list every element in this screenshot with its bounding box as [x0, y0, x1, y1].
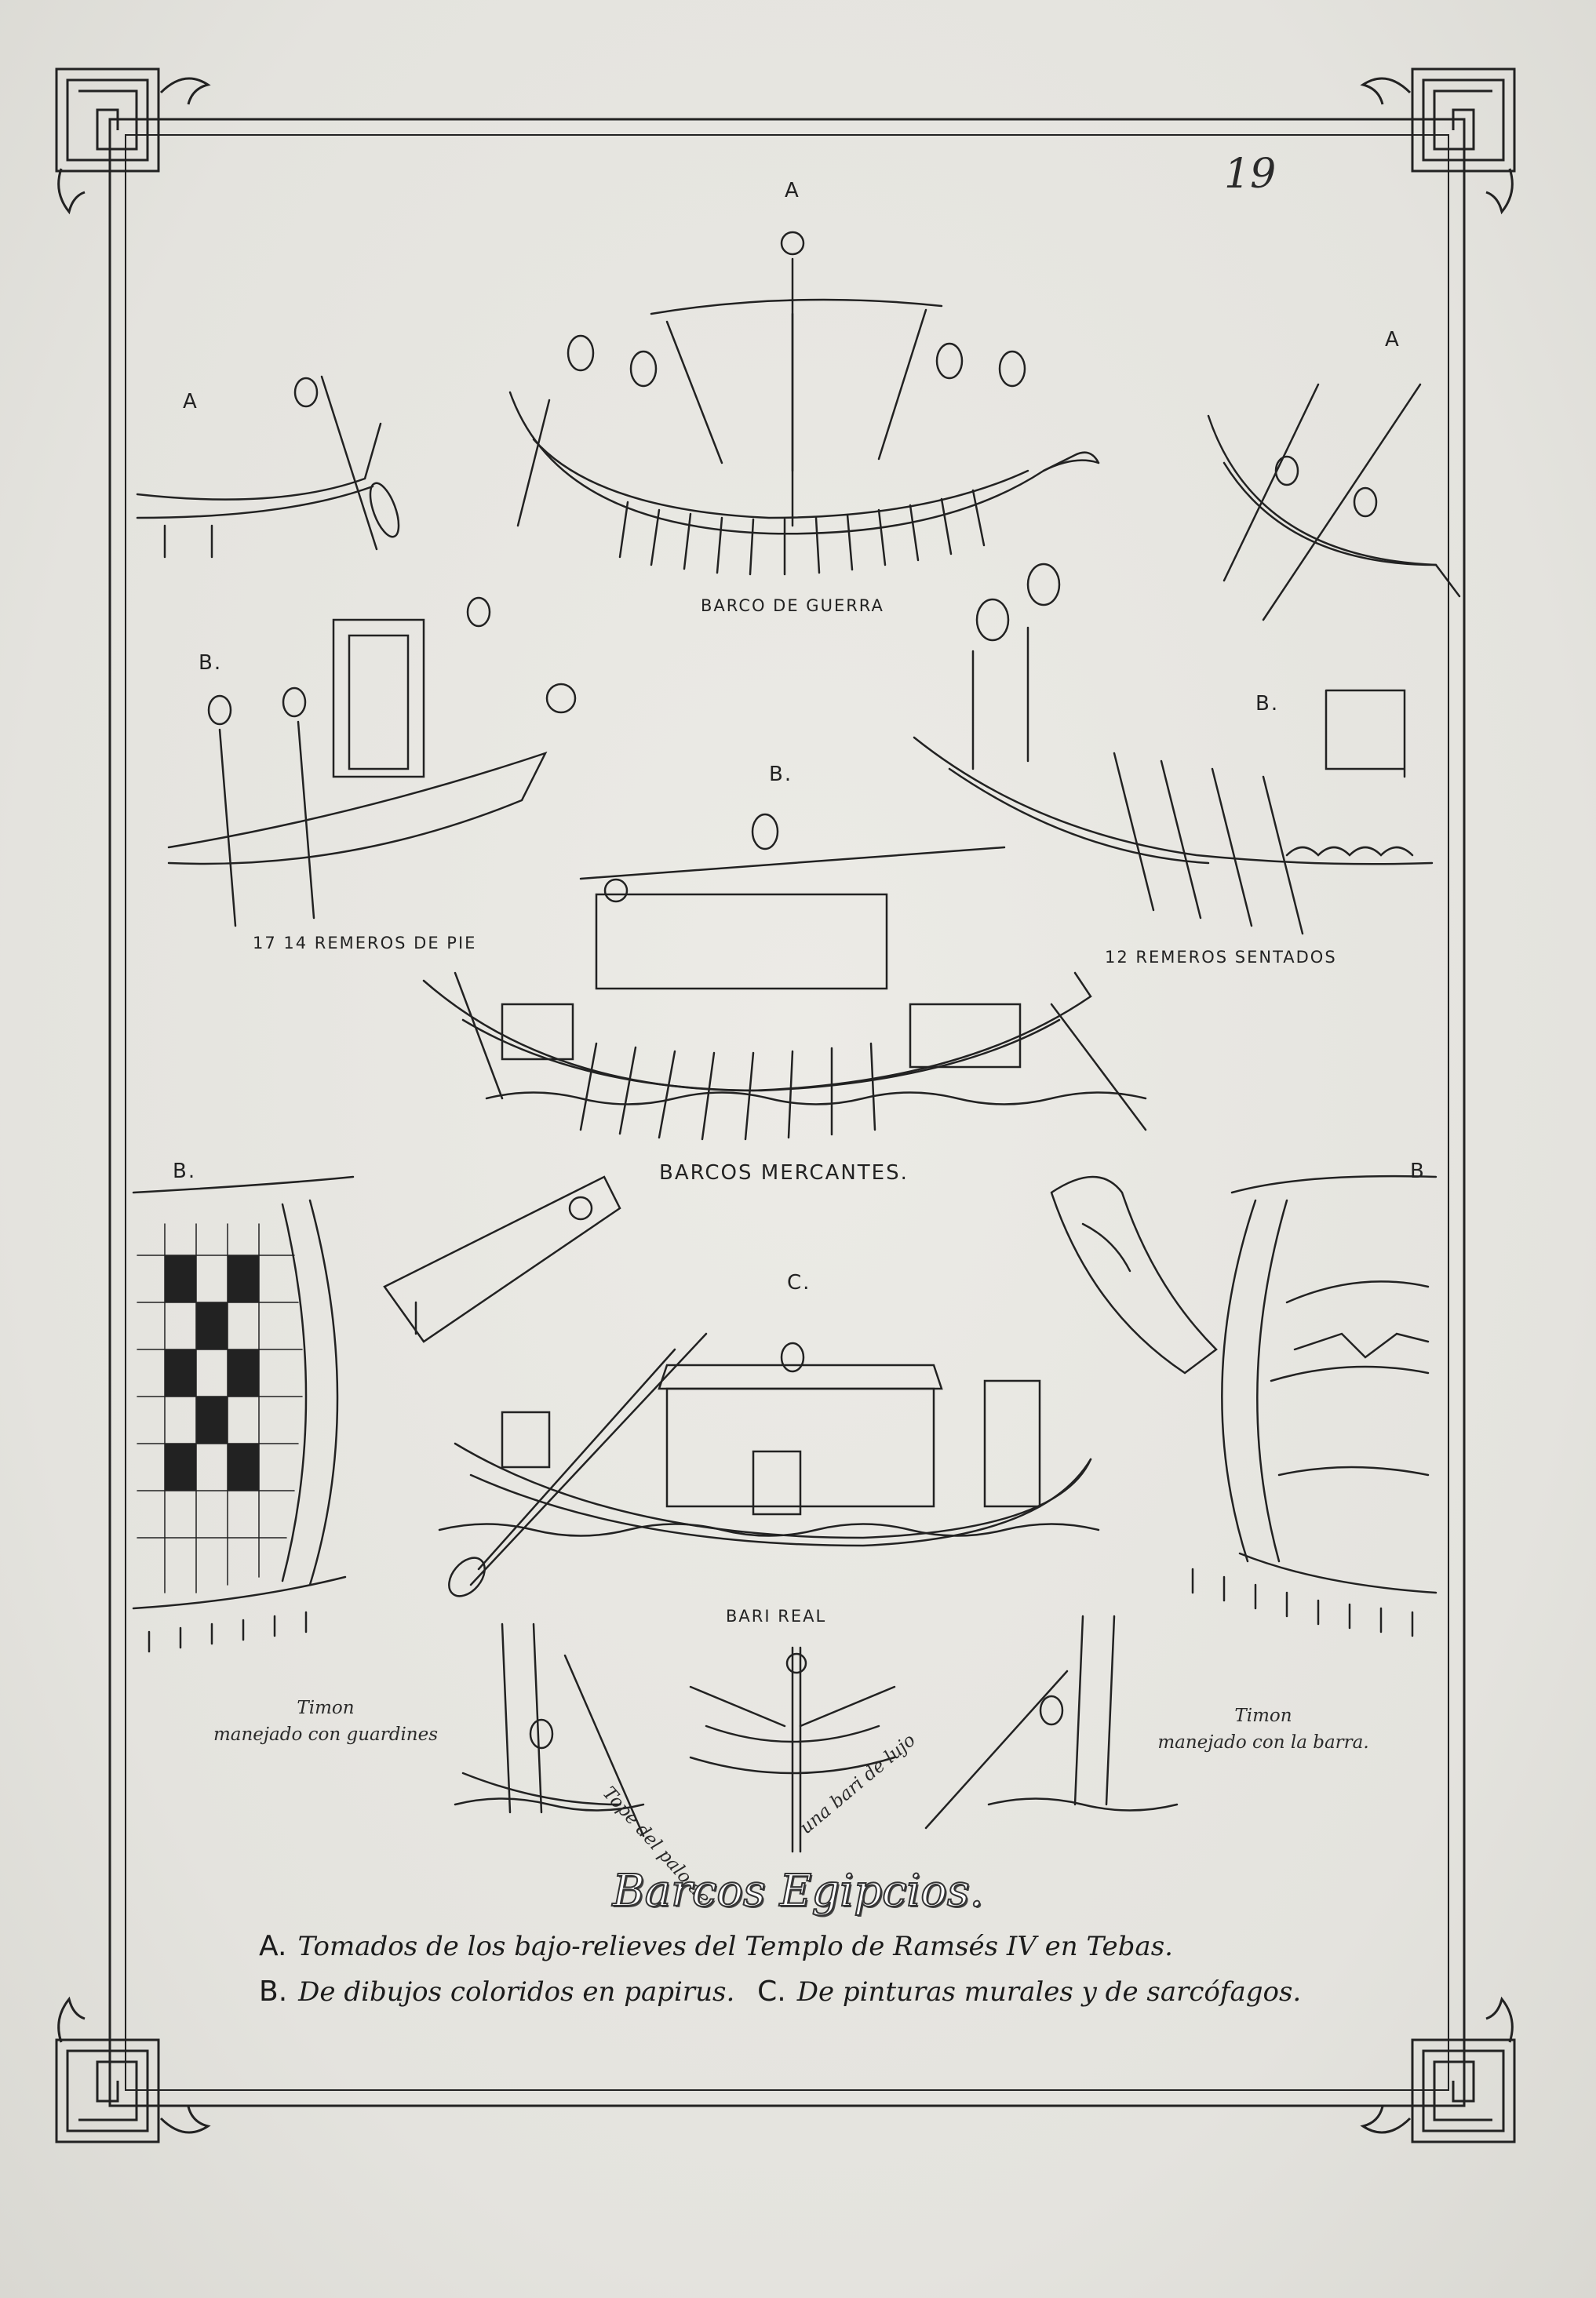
label-b-lower-left: B.	[173, 1160, 197, 1183]
note-timon-barra: Timon manejado con la barra.	[1130, 1703, 1397, 1756]
caption-b-c: B. De dibujos coloridos en papirus. C. De …	[259, 1976, 1301, 2008]
merchant-ship-drawing	[422, 813, 1147, 1141]
label-b-center: B.	[769, 763, 793, 786]
caption-a-key: A.	[259, 1930, 287, 1962]
seated-rowers-barge-drawing	[913, 563, 1434, 935]
caption-b-text: De dibujos coloridos en papirus.	[298, 1976, 735, 2008]
label-barco-de-guerra: BARCO DE GUERRA	[701, 596, 884, 615]
prow-ornament-right-drawing	[1050, 1175, 1218, 1375]
label-bari-real: BARI REAL	[726, 1607, 827, 1626]
label-c-center: C.	[787, 1271, 811, 1295]
label-remeros-sentados: 12 REMEROS SENTADOS	[1105, 948, 1337, 967]
outer-border	[108, 118, 1466, 2107]
plate-title: Barcos Egipcios.	[612, 1865, 985, 1917]
page-number: 19	[1224, 151, 1277, 198]
note-timon-left-line1: Timon	[297, 1698, 355, 1718]
rowing-boat-top-right-drawing	[1207, 383, 1461, 621]
note-timon-guardines: Timon manejado con guardines	[196, 1695, 455, 1748]
mast-top-drawing	[689, 1646, 896, 1853]
caption-a: A. Tomados de los bajo-relieves del Templ…	[259, 1930, 1173, 1962]
caption-b-key: B.	[259, 1976, 288, 2008]
decorated-rudder-right-drawing	[1191, 1174, 1437, 1637]
caption-c-key: C.	[757, 1976, 786, 2008]
label-a-right: A	[1385, 328, 1401, 351]
inner-border	[125, 134, 1449, 2091]
caption-a-text: Tomados de los bajo-relieves del Templo …	[297, 1931, 1173, 1962]
rudder-with-ropes-drawing	[454, 1622, 645, 1837]
corner-ornament-bottom-left	[55, 1996, 211, 2143]
rudder-with-bar-drawing	[924, 1615, 1179, 1830]
shrine-barge-drawing	[167, 596, 577, 927]
caption-c-text: De pinturas murales y de sarcófagos.	[796, 1976, 1302, 2008]
prow-ornament-left-drawing	[383, 1175, 621, 1343]
label-b-right: B.	[1255, 692, 1280, 716]
label-b-lower-right: B	[1410, 1160, 1426, 1183]
label-b-left: B.	[199, 651, 223, 675]
label-remeros-de-pie: 17 14 REMEROS DE PIE	[253, 934, 477, 952]
corner-ornament-bottom-right	[1360, 1996, 1516, 2143]
note-timon-right-line1: Timon	[1234, 1706, 1292, 1726]
war-ship-drawing	[508, 231, 1100, 576]
rowing-boat-top-left-drawing	[136, 375, 400, 559]
label-barcos-mercantes: BARCOS MERCANTES.	[659, 1161, 909, 1185]
corner-ornament-top-right	[1360, 67, 1516, 215]
note-timon-left-line2: manejado con guardines	[213, 1724, 439, 1745]
note-timon-right-line2: manejado con la barra.	[1157, 1732, 1369, 1753]
royal-bari-drawing	[438, 1332, 1100, 1597]
corner-ornament-top-left	[55, 67, 211, 215]
checkered-rudder-left-drawing	[132, 1175, 355, 1653]
label-a-left: A	[183, 390, 199, 413]
label-a-top: A	[785, 179, 800, 202]
